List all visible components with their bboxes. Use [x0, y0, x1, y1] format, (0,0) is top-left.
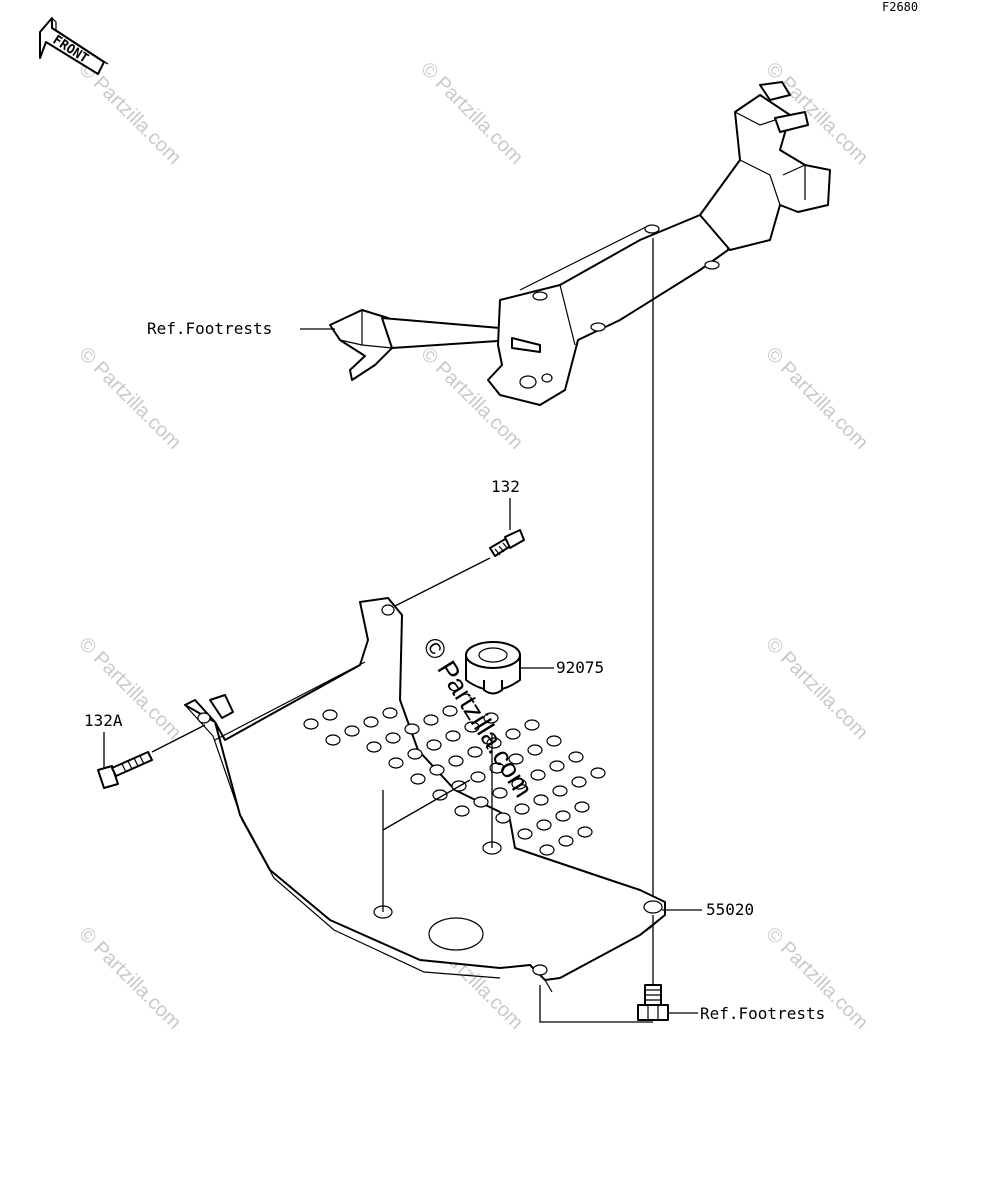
vent-hole — [524, 719, 540, 731]
vent-hole — [546, 735, 562, 747]
footrest-frame — [329, 81, 831, 406]
vent-hole — [536, 819, 552, 831]
callout-ref-footrests-top: Ref.Footrests — [147, 319, 272, 338]
vent-hole — [325, 734, 341, 746]
front-label: FRONT — [50, 33, 91, 67]
vent-hole — [388, 757, 404, 769]
vent-hole — [385, 732, 401, 744]
vent-hole — [467, 746, 483, 758]
vent-hole — [464, 721, 480, 733]
vent-hole — [470, 771, 486, 783]
vent-hole — [492, 787, 508, 799]
diagram-code: F2680 — [882, 0, 918, 14]
guide-line — [382, 779, 471, 831]
callout-132a: 132A — [84, 711, 123, 730]
bolt-132 — [489, 529, 525, 557]
vent-holes — [303, 705, 606, 856]
vent-hole — [505, 728, 521, 740]
guide-line — [539, 985, 653, 1023]
vent-hole — [429, 764, 445, 776]
watermark: © Partzilla.com — [74, 343, 185, 454]
vent-hole — [533, 794, 549, 806]
watermark: © Partzilla.com — [416, 58, 527, 169]
vent-hole — [363, 716, 379, 728]
vent-hole — [486, 737, 502, 749]
vent-hole — [473, 796, 489, 808]
vent-hole — [382, 707, 398, 719]
vent-hole — [571, 776, 587, 788]
watermark: © Partzilla.com — [761, 343, 872, 454]
grommet-92075 — [465, 641, 521, 695]
vent-hole — [426, 739, 442, 751]
callout-132: 132 — [491, 477, 520, 496]
vent-hole — [558, 835, 574, 847]
vent-hole — [590, 767, 606, 779]
vent-hole — [442, 705, 458, 717]
vent-hole — [511, 778, 527, 790]
vent-hole — [445, 730, 461, 742]
watermark: © Partzilla.com — [74, 58, 185, 169]
vent-hole — [514, 803, 530, 815]
vent-hole — [303, 718, 319, 730]
vent-hole — [404, 723, 420, 735]
vent-hole — [555, 810, 571, 822]
vent-hole — [508, 753, 524, 765]
callout-92075: 92075 — [556, 658, 604, 677]
vent-hole — [568, 751, 584, 763]
vent-hole — [423, 714, 439, 726]
vent-hole — [344, 725, 360, 737]
vent-hole — [432, 789, 448, 801]
vent-hole — [552, 785, 568, 797]
vent-hole — [483, 712, 499, 724]
guide-line — [394, 557, 491, 607]
front-arrow-icon: FRONT — [39, 17, 109, 75]
vent-hole — [410, 773, 426, 785]
vent-hole — [489, 762, 505, 774]
vent-hole — [407, 748, 423, 760]
guide-line — [151, 724, 206, 753]
vent-hole — [530, 769, 546, 781]
vent-hole — [366, 741, 382, 753]
callout-55020: 55020 — [706, 900, 754, 919]
vent-hole — [574, 801, 590, 813]
bolt-footrest — [637, 984, 669, 1021]
callout-ref-footrests-bottom: Ref.Footrests — [700, 1004, 825, 1023]
vent-hole — [495, 812, 511, 824]
vent-hole — [322, 709, 338, 721]
vent-hole — [539, 844, 555, 856]
vent-hole — [454, 805, 470, 817]
vent-hole — [527, 744, 543, 756]
watermark: © Partzilla.com — [761, 633, 872, 744]
watermark: © Partzilla.com — [74, 923, 185, 1034]
vent-hole — [549, 760, 565, 772]
vent-hole — [448, 755, 464, 767]
bolt-132a — [97, 751, 153, 789]
skid-plate-55020 — [184, 597, 666, 993]
vent-hole — [577, 826, 593, 838]
vent-hole — [517, 828, 533, 840]
